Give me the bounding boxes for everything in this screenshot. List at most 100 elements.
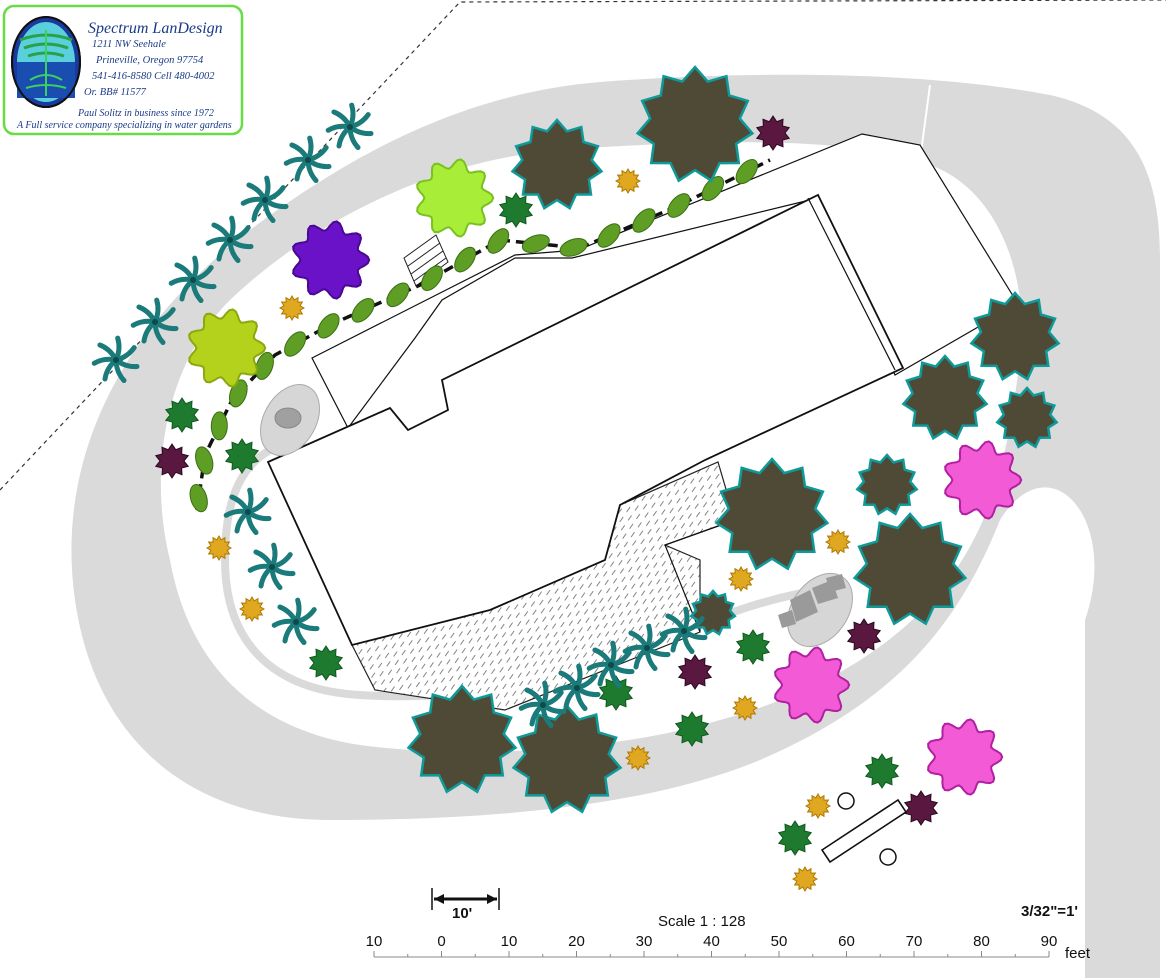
tree-icon: [852, 512, 968, 626]
shrub-icon: [674, 711, 710, 747]
hedge-leaf-icon: [317, 313, 340, 339]
boulder-right: [778, 573, 853, 647]
hedge-leaf-icon: [284, 331, 307, 357]
shrub-icon: [278, 294, 306, 322]
tree-icon: [510, 118, 604, 211]
hedge-leaf-icon: [632, 208, 656, 233]
flowering-shrub-icon: [292, 220, 371, 300]
shrub-icon: [205, 534, 233, 562]
shrub-icon: [777, 820, 813, 856]
bench: [820, 792, 908, 866]
flowering-shrub-icon: [188, 308, 267, 388]
hedge-leaf-icon: [195, 446, 214, 475]
hedge-leaf-icon: [255, 351, 274, 380]
shrub-icon: [735, 629, 771, 665]
palm-icon: [168, 255, 217, 303]
shrub-icon: [598, 675, 634, 711]
palm-icon: [240, 175, 289, 223]
scale-tick-label: 10: [501, 933, 518, 950]
shrub-icon: [308, 645, 344, 681]
hedge-leaf-icon: [454, 246, 477, 273]
shrub-icon: [903, 790, 939, 826]
hedge-leaf-icon: [421, 265, 443, 291]
hedge-leaf-icon: [351, 298, 375, 323]
logo-owner: Paul Solitz in business since 1972: [77, 108, 214, 119]
scale-ratio: 3/32"=1': [1021, 903, 1078, 920]
tree-icon: [714, 457, 830, 571]
scale-tick-label: 70: [906, 933, 923, 950]
hedge-leaf-icon: [210, 411, 228, 441]
tree-icon: [511, 704, 623, 814]
flowering-shrub-icon: [927, 718, 1004, 796]
scale-tick-label: 90: [1041, 933, 1058, 950]
hedge-leaf-icon: [487, 228, 510, 254]
scale-bar-label: 10': [452, 905, 472, 922]
tree-icon: [406, 684, 518, 794]
palm-icon: [271, 597, 320, 645]
shrub-icon: [238, 595, 266, 623]
palm-icon: [223, 487, 272, 535]
palm-icon: [622, 623, 671, 671]
logo-city: Prineville, Oregon 97754: [95, 55, 204, 66]
shrub-icon: [755, 115, 791, 151]
scale-title: Scale 1 : 128: [658, 913, 746, 930]
logo-company: Spectrum LanDesign: [88, 20, 223, 37]
palm-icon: [205, 215, 254, 263]
logo-phone: 541-416-8580 Cell 480-4002: [92, 71, 215, 82]
palm-icon: [552, 663, 601, 711]
house: [266, 133, 1019, 647]
hedge-leaf-icon: [521, 234, 550, 253]
palm-icon: [283, 135, 332, 183]
tree-icon: [855, 453, 919, 516]
tree-icon: [995, 386, 1059, 449]
hedge-leaf-icon: [386, 282, 410, 308]
tree-icon: [635, 65, 755, 183]
shrub-icon: [731, 694, 759, 722]
shrub-icon: [624, 744, 652, 772]
shrub-icon: [727, 565, 755, 593]
shrub-icon: [224, 438, 260, 474]
shrub-icon: [164, 397, 200, 433]
scale-tick-label: 80: [973, 933, 990, 950]
scale-unit: feet: [1065, 945, 1091, 962]
shrub-icon: [677, 654, 713, 690]
palm-icon: [130, 297, 179, 345]
hedge-leaf-icon: [189, 483, 208, 513]
shrub-icon: [614, 167, 642, 195]
hedge-leaf-icon: [597, 223, 621, 248]
scale-tick-label: 50: [771, 933, 788, 950]
scale-bar-10ft: [431, 888, 500, 910]
plants: [91, 65, 1061, 893]
palm-icon: [586, 640, 635, 688]
flowering-shrub-icon: [944, 440, 1023, 520]
logo-address: 1211 NW Seehale: [92, 39, 166, 50]
palm-icon: [659, 606, 708, 654]
tree-icon: [969, 291, 1061, 382]
palm-icon: [518, 680, 567, 728]
hedge-leaf-icon: [559, 238, 588, 257]
boulder-left: [260, 384, 320, 456]
shrub-icon: [804, 792, 832, 820]
shrub-icon: [154, 443, 190, 479]
shrub-icon: [846, 618, 882, 654]
flowering-shrub-icon: [416, 158, 495, 238]
logo-emblem: [11, 16, 81, 108]
scale-tick-label: 0: [437, 933, 445, 950]
scale-tick-label: 30: [636, 933, 653, 950]
scale-tick-label: 40: [703, 933, 720, 950]
steps: [403, 234, 449, 287]
hedge-leaf-icon: [735, 159, 759, 185]
palm-icon: [247, 542, 296, 590]
palm-icon: [325, 102, 374, 150]
hedge-leaf-icon: [701, 176, 725, 202]
shrub-icon: [824, 528, 852, 556]
hedge-leaf-icon: [667, 193, 691, 218]
shrub-icon: [864, 753, 900, 789]
house-main: [266, 193, 905, 647]
logo-license: Or. BB# 11577: [84, 87, 147, 98]
company-logo: Spectrum LanDesign 1211 NW Seehale Prine…: [2, 4, 244, 136]
flowering-shrub-icon: [774, 646, 851, 724]
